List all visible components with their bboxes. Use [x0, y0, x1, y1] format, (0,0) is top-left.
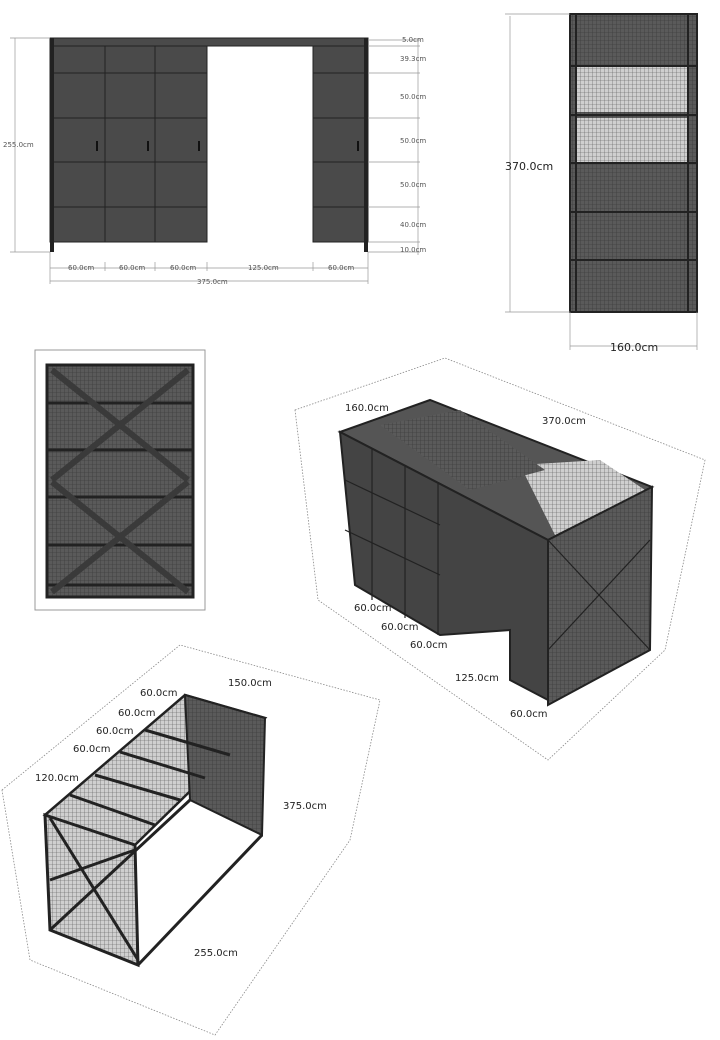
dim-vertical-3: 50.0cm: [400, 93, 426, 101]
dim-vertical-4: 50.0cm: [400, 137, 426, 145]
dim-iso-depth: 160.0cm: [345, 403, 389, 414]
isometric-open-view: 60.0cm 150.0cm 60.0cm 60.0cm 60.0cm 120.…: [1, 644, 381, 1036]
dim-iso-width-1: 60.0cm: [354, 603, 392, 614]
dim-side-height: 370.0cm: [505, 160, 553, 173]
dim-total-width: 375.0cm: [197, 278, 228, 286]
dim-width-4: 125.0cm: [248, 264, 279, 272]
dim-vertical-7: 10.0cm: [400, 246, 426, 254]
dim-vertical-5: 50.0cm: [400, 181, 426, 189]
dim-vertical-1: 5.0cm: [402, 36, 424, 44]
dim-iso-width-2: 60.0cm: [381, 622, 419, 633]
dim-width-5: 60.0cm: [328, 264, 354, 272]
front-elevation: 255.0cm 5.0cm 39.3cm 50.0cm 50.0cm 50.0c…: [3, 36, 426, 286]
dim-open-side: 120.0cm: [35, 773, 79, 784]
back-panel-view: [34, 349, 206, 611]
dim-open-depth: 150.0cm: [228, 678, 272, 689]
dim-open-length: 375.0cm: [283, 801, 327, 812]
dim-iso-width-5: 60.0cm: [510, 709, 548, 720]
dim-vertical-6: 40.0cm: [400, 221, 426, 229]
dim-side-width: 160.0cm: [610, 341, 658, 354]
dim-width-3: 60.0cm: [170, 264, 196, 272]
dim-open-width-2: 60.0cm: [118, 708, 156, 719]
door-handle-icon: [96, 141, 359, 151]
dim-width-1: 60.0cm: [68, 264, 94, 272]
dim-iso-length: 370.0cm: [542, 416, 586, 427]
isometric-closed-view: 160.0cm 370.0cm 60.0cm 60.0cm 60.0cm 125…: [294, 357, 706, 761]
dim-iso-width-4: 125.0cm: [455, 673, 499, 684]
dim-height: 255.0cm: [3, 141, 34, 149]
dim-open-width-4: 60.0cm: [73, 744, 111, 755]
side-elevation: 370.0cm 160.0cm: [505, 13, 698, 354]
dim-vertical-2: 39.3cm: [400, 55, 426, 63]
dim-width-2: 60.0cm: [119, 264, 145, 272]
dim-iso-width-3: 60.0cm: [410, 640, 448, 651]
dim-open-width-1: 60.0cm: [140, 688, 178, 699]
dim-open-width-3: 60.0cm: [96, 726, 134, 737]
dim-open-height: 255.0cm: [194, 948, 238, 959]
